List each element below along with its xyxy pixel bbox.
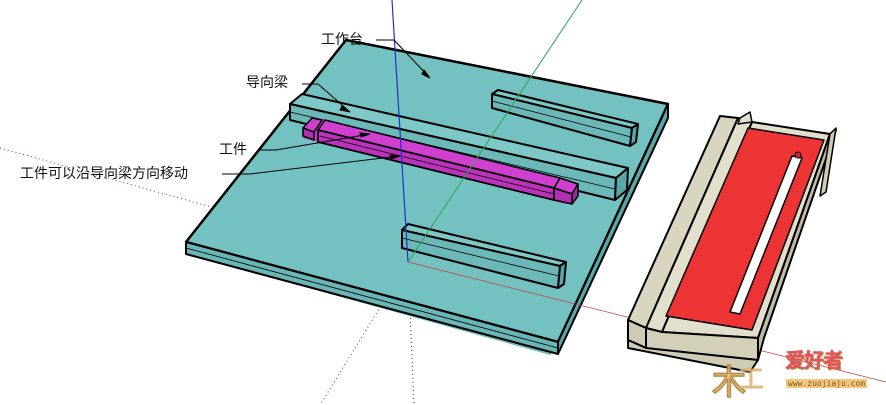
- green-axis: [407, 0, 583, 263]
- svg-text:工: 工: [738, 365, 764, 395]
- workpiece: [302, 117, 579, 205]
- router-box: [627, 111, 837, 373]
- watermark-url: www.zuojiaju.com: [786, 379, 868, 388]
- label-movement-note: 工件可以沿导向梁方向移动: [20, 166, 188, 182]
- label-guide-beam: 导向梁: [246, 75, 288, 91]
- svg-text:木: 木: [711, 363, 746, 403]
- blue-axis: [391, 0, 409, 263]
- stop-block-upper: [491, 89, 639, 147]
- stop-block-lower: [401, 223, 567, 289]
- watermark-brand: 爱好者: [785, 348, 843, 372]
- watermark-logo: 木 工: [711, 363, 764, 404]
- leader-lines: [222, 39, 431, 175]
- label-workpiece: 工件: [219, 142, 247, 158]
- label-workbench: 工作台: [321, 32, 363, 48]
